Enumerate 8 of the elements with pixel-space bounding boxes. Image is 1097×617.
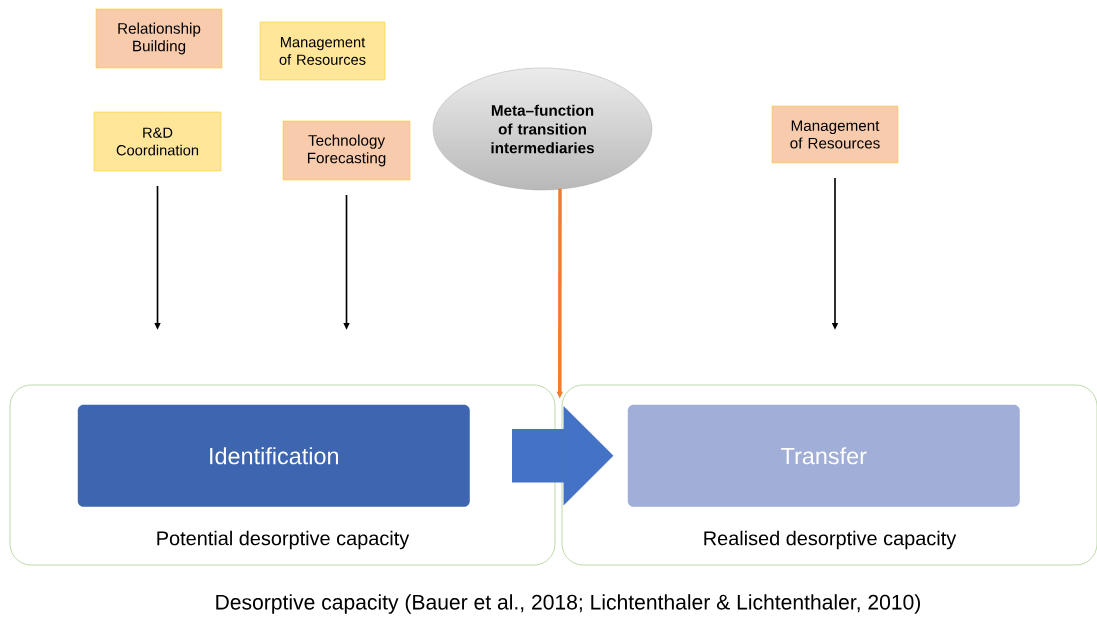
stage-box: Identification bbox=[77, 404, 470, 507]
function-box: R&D Coordination bbox=[93, 111, 222, 172]
function-box: Relationship Building bbox=[95, 8, 223, 69]
function-box: Technology Forecasting bbox=[282, 120, 411, 181]
caption: Desorptive capacity (Bauer et al., 2018; Lichtenthaler & Lichtenthaler, 2010) bbox=[216, 594, 920, 614]
function-box: Management of Resources bbox=[259, 21, 386, 81]
stage-box: Transfer bbox=[627, 404, 1020, 507]
function-box: Management of Resources bbox=[771, 105, 899, 164]
